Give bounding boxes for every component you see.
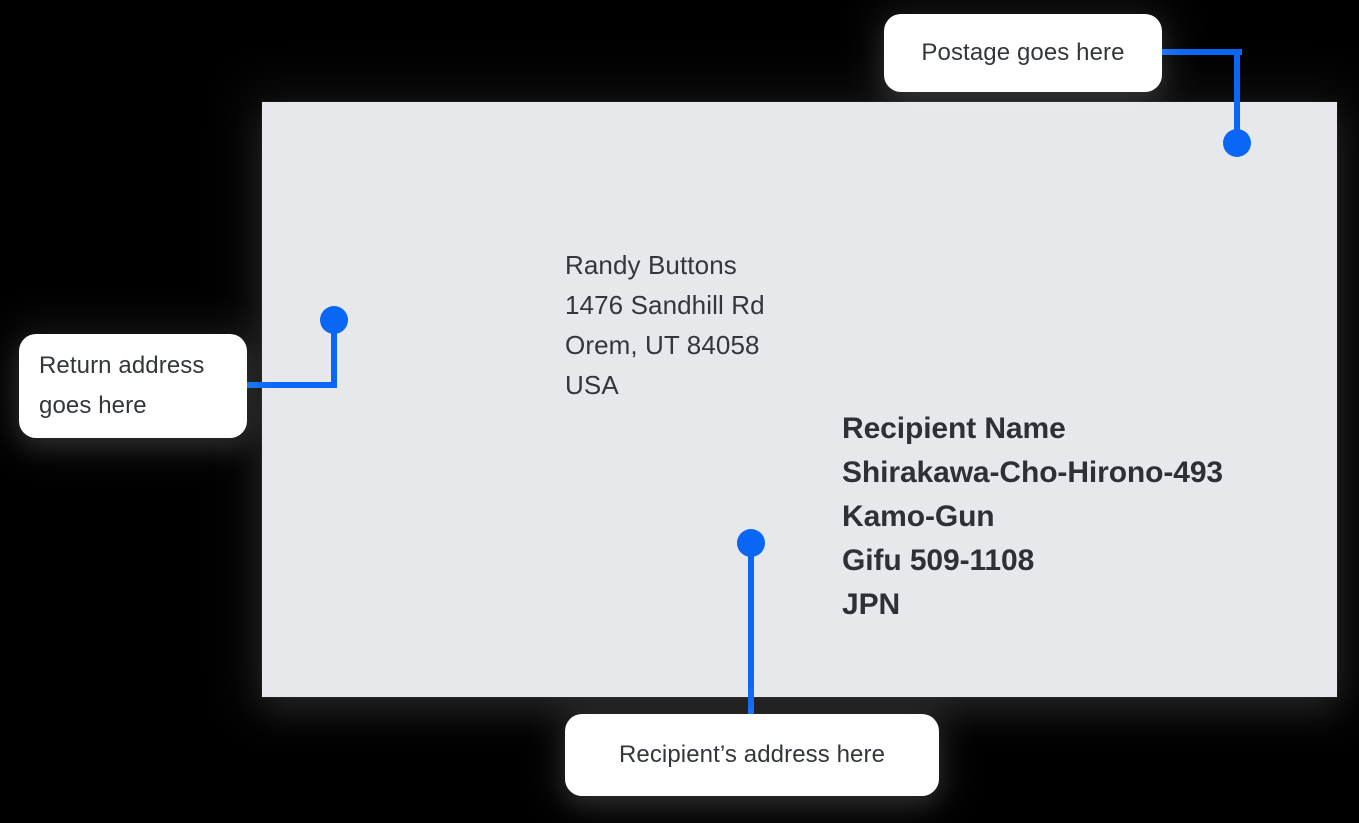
recipient-address-block: Recipient Name Shirakawa-Cho-Hirono-493 … [842,407,1223,627]
connector-postage-horizontal [1158,49,1242,55]
envelope: Randy Buttons 1476 Sandhill Rd Orem, UT … [262,102,1337,697]
callout-return-address: Return address goes here [19,334,247,438]
callout-postage-label: Postage goes here [921,39,1125,66]
return-address-line-1: Randy Buttons [565,250,737,280]
callout-postage: Postage goes here [884,14,1162,92]
callout-return-address-text: Return address goes here [39,346,205,426]
callout-return-address-line-2: goes here [39,392,147,419]
callout-return-address-line-1: Return address [39,352,205,379]
callout-recipient-address-label: Recipient’s address here [618,741,886,768]
return-address-block: Randy Buttons 1476 Sandhill Rd Orem, UT … [565,245,765,405]
recipient-address-line-5: JPN [842,588,901,621]
recipient-address-line-2: Shirakawa-Cho-Hirono-493 [842,456,1224,489]
return-address-line-3: Orem, UT 84058 [565,330,760,360]
return-address-line-4: USA [565,370,619,400]
recipient-address-line-3: Kamo-Gun [842,500,995,533]
recipient-address-line-1: Recipient Name [842,412,1066,445]
recipient-address-line-4: Gifu 509-1108 [842,544,1035,577]
return-address-line-2: 1476 Sandhill Rd [565,290,765,320]
callout-recipient-address: Recipient’s address here [565,714,939,796]
